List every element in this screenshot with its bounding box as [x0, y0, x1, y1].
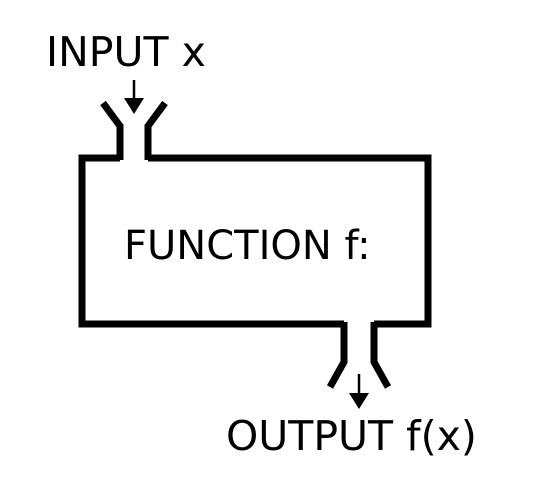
input-label: INPUT x	[46, 28, 206, 76]
input-funnel-left	[100, 100, 124, 160]
function-box	[78, 154, 432, 328]
output-arrow-head-icon	[349, 393, 369, 409]
function-label: FUNCTION f:	[124, 223, 371, 269]
input-funnel-right	[144, 100, 168, 160]
input-arrow-head-icon	[124, 98, 144, 114]
output-label: OUTPUT f(x)	[226, 412, 477, 460]
output-funnel-right	[370, 322, 392, 389]
output-funnel-left	[326, 322, 348, 389]
